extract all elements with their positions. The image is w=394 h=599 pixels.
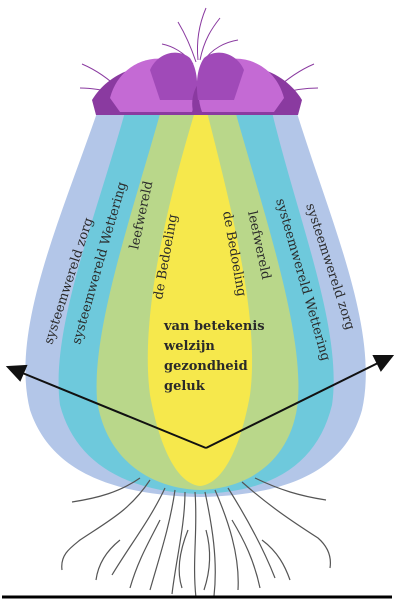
arrow-left-head — [8, 366, 26, 380]
core-line-3: gezondheid — [164, 359, 248, 374]
core-line-2: welzijn — [163, 339, 215, 354]
core-line-1: van betekenis — [163, 319, 265, 334]
core-line-4: geluk — [164, 379, 206, 394]
right-flower — [192, 53, 302, 115]
left-flower — [92, 53, 202, 115]
arrow-right-head — [374, 356, 392, 370]
